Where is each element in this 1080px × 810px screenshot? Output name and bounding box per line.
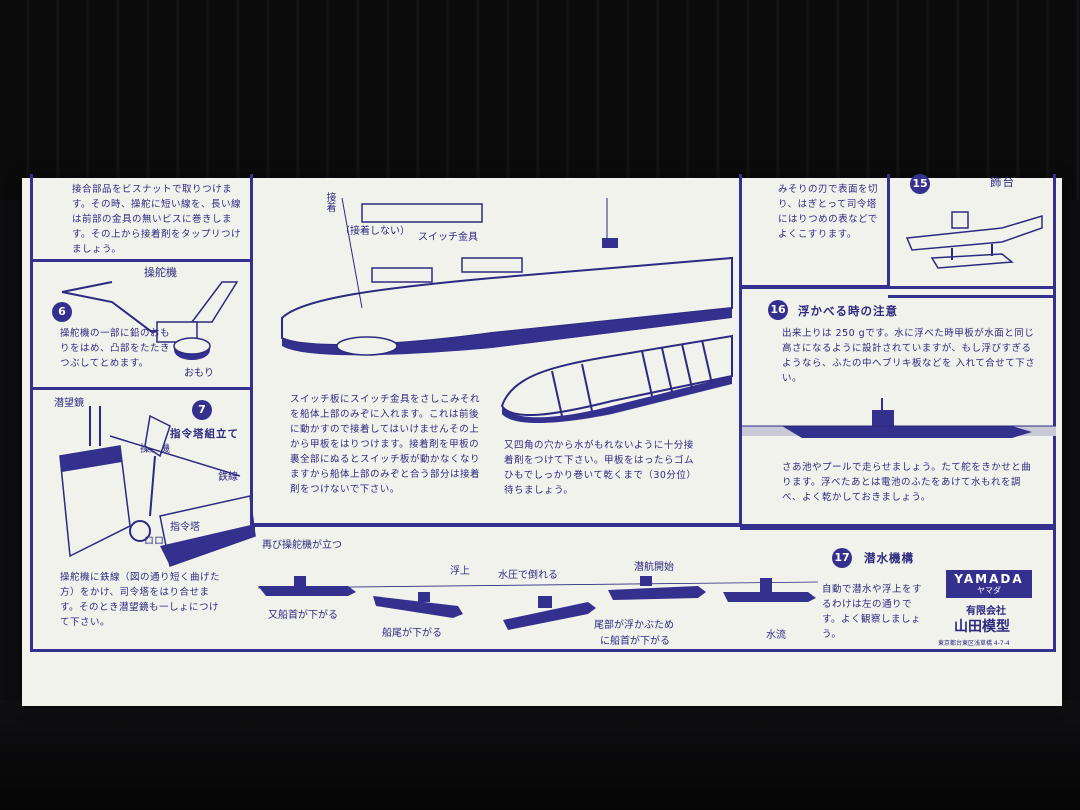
step6-number-badge: 6: [52, 302, 72, 322]
center-switch-label: スイッチ金具: [418, 232, 478, 243]
step7-tower-drawing: [59, 406, 256, 567]
center-switch-text: スイッチ板にスイッチ金具をさしこみそれを船体上部のみぞに入れます。これは前後に動…: [290, 394, 481, 495]
step7-tower-marking: ロロ: [144, 536, 164, 547]
panel-step15: [888, 174, 1056, 298]
step15-stand-drawing: [905, 211, 1043, 269]
step17-bow-down2-label: に船首が下がる: [600, 636, 670, 647]
center-seal-text: 又四角の穴から水がもれないように十分接着剤をつけて下さい。甲板をはったらゴムひも…: [504, 440, 695, 496]
step17-text: 自動で潜水や浮上をするわけは左の通りです。よく観察しましょう。: [822, 584, 923, 640]
background-curtain: [0, 0, 1080, 200]
step7-tower-label: 指令塔: [170, 522, 200, 533]
step17-title: 潜水機構: [864, 551, 914, 565]
step16-text-bottom: さあ池やプールで走らせましょう。たて舵をきかせと曲ります。浮べたあとは電池のふた…: [782, 462, 1032, 503]
step7-number-badge: 7: [192, 400, 212, 420]
center-no-adhesive-label: （接着しない）: [340, 226, 410, 237]
step16-number-badge: 16: [768, 300, 788, 320]
step7-title: 指令塔組立て: [170, 428, 239, 440]
panel-step16: [740, 286, 1056, 530]
step5-text: 接合部品をビスナットで取りつけます。その時、操舵に短い線を、長い線は前部の金具の…: [72, 184, 242, 255]
step17-sequence-drawing: [257, 576, 819, 630]
step17-stern-down-label: 船尾が下がる: [382, 628, 442, 639]
center-adhesive-label: 接着: [324, 192, 335, 212]
brand-logo-text: YAMADA: [954, 572, 1024, 586]
brand-address: 東京都台東区浅草橋 4-7-4: [938, 640, 1010, 647]
step6-rudder-label: 操舵機: [144, 266, 177, 279]
step6-weight-label: おもり: [184, 368, 214, 379]
step16-floating-sub-drawing: [742, 398, 1056, 438]
panel-step17: [250, 524, 1056, 652]
step16-title: 浮かべる時の注意: [798, 304, 898, 318]
step7-periscope-label: 潜望鏡: [54, 398, 84, 409]
step7-text: 操舵機に鉄線（図の通り短く曲げた方）をかけ、司令塔をはり合せます。そのとき潜望鏡…: [60, 572, 221, 628]
step16-text-top: 出来上りは 250 gです。水に浮べた時甲板が水面と同じ高さになるように設計され…: [782, 328, 1036, 384]
brand-company-name: 山田模型: [954, 619, 1010, 635]
step17-current-label: 水流: [766, 630, 786, 641]
step17-stern-float-label: 尾部が浮かぶため: [594, 620, 674, 631]
brand-logo-sub: ヤマダ: [977, 586, 1001, 595]
step17-number-badge: 17: [832, 548, 852, 568]
instruction-sheet: 接合部品をビスナットで取りつけます。その時、操舵に短い線を、長い線は前部の金具の…: [22, 174, 1062, 706]
panel-step7: [30, 388, 252, 652]
step17-bow-down-label: 又船首が下がる: [268, 610, 338, 621]
step17-pressure-label: 水圧で倒れる: [498, 570, 558, 581]
center-hull-drawing: [281, 197, 733, 356]
step6-rudder-drawing: [61, 281, 239, 360]
panel-step5: [30, 174, 252, 262]
brand-company-prefix: 有限会社: [966, 606, 1006, 617]
brand-logo: YAMADA ヤマダ: [946, 570, 1032, 598]
step6-text: 操舵機の一部に鉛のおもりをはめ、凸部をたたきつぶしてとめます。: [60, 328, 171, 369]
step17-surface-label: 浮上: [450, 566, 470, 577]
step14-text: みそりの刃で表面を切り、はぎとって司令塔にはりつめの表などでよくこすります。: [778, 184, 879, 240]
step17-rudder-up-label: 再び操舵機が立つ: [262, 540, 342, 551]
center-wrapped-hull-drawing: [500, 334, 733, 423]
step17-dive-start-label: 潜航開始: [634, 562, 674, 573]
step15-title: 飾台: [990, 175, 1015, 189]
panel-step6: [30, 260, 252, 390]
background-table: [0, 700, 1080, 810]
step7-wire-label: 鉄線: [218, 472, 238, 483]
step15-number-badge: 15: [910, 174, 930, 194]
